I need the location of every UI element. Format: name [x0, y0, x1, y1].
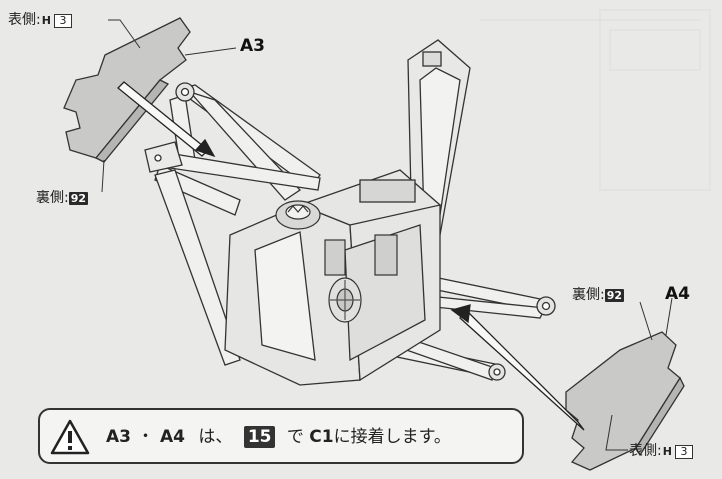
a3-back-text: 裏側: — [36, 190, 69, 206]
a4-front-text: 表側: — [629, 443, 662, 459]
warning-triangle-icon — [50, 419, 90, 455]
a3-back-label: 裏側:92 — [36, 190, 89, 206]
a4-front-number: 3 — [674, 445, 693, 459]
caution-text: A3 ・ A4 は、 15 で C1に接着します。 — [106, 425, 451, 449]
a4-back-label: 裏側:92 — [572, 287, 625, 303]
part-a4-panel — [565, 331, 685, 471]
arm-eyelets — [175, 82, 556, 381]
note-part2: A4 — [160, 427, 185, 447]
a3-front-code: H — [41, 14, 51, 27]
step-number-badge: 15 — [243, 426, 276, 448]
a3-back-number: 92 — [68, 192, 89, 205]
note-dot: ・ — [137, 427, 154, 447]
note-target: C1 — [309, 427, 334, 447]
caution-note: A3 ・ A4 は、 15 で C1に接着します。 — [38, 408, 524, 464]
note-part1: A3 — [106, 427, 131, 447]
note-rest: に接着します。 — [333, 427, 451, 447]
a4-front-code: H — [662, 445, 672, 458]
assembly-arrows — [117, 81, 585, 431]
a4-back-number: 92 — [604, 289, 625, 302]
a3-front-number: 3 — [53, 14, 72, 28]
left-mount-bracket — [144, 141, 183, 173]
note-wa: は、 — [198, 427, 233, 447]
leader-lines — [101, 19, 673, 451]
note-de: で — [286, 427, 304, 447]
a3-part-id: A3 — [240, 36, 265, 56]
a3-front-text: 表側: — [8, 12, 41, 28]
a4-part-id: A4 — [665, 284, 690, 304]
background-faint-print — [480, 9, 711, 191]
a4-back-text: 裏側: — [572, 287, 605, 303]
gearbox-body — [224, 169, 442, 386]
gear-details — [275, 200, 398, 323]
